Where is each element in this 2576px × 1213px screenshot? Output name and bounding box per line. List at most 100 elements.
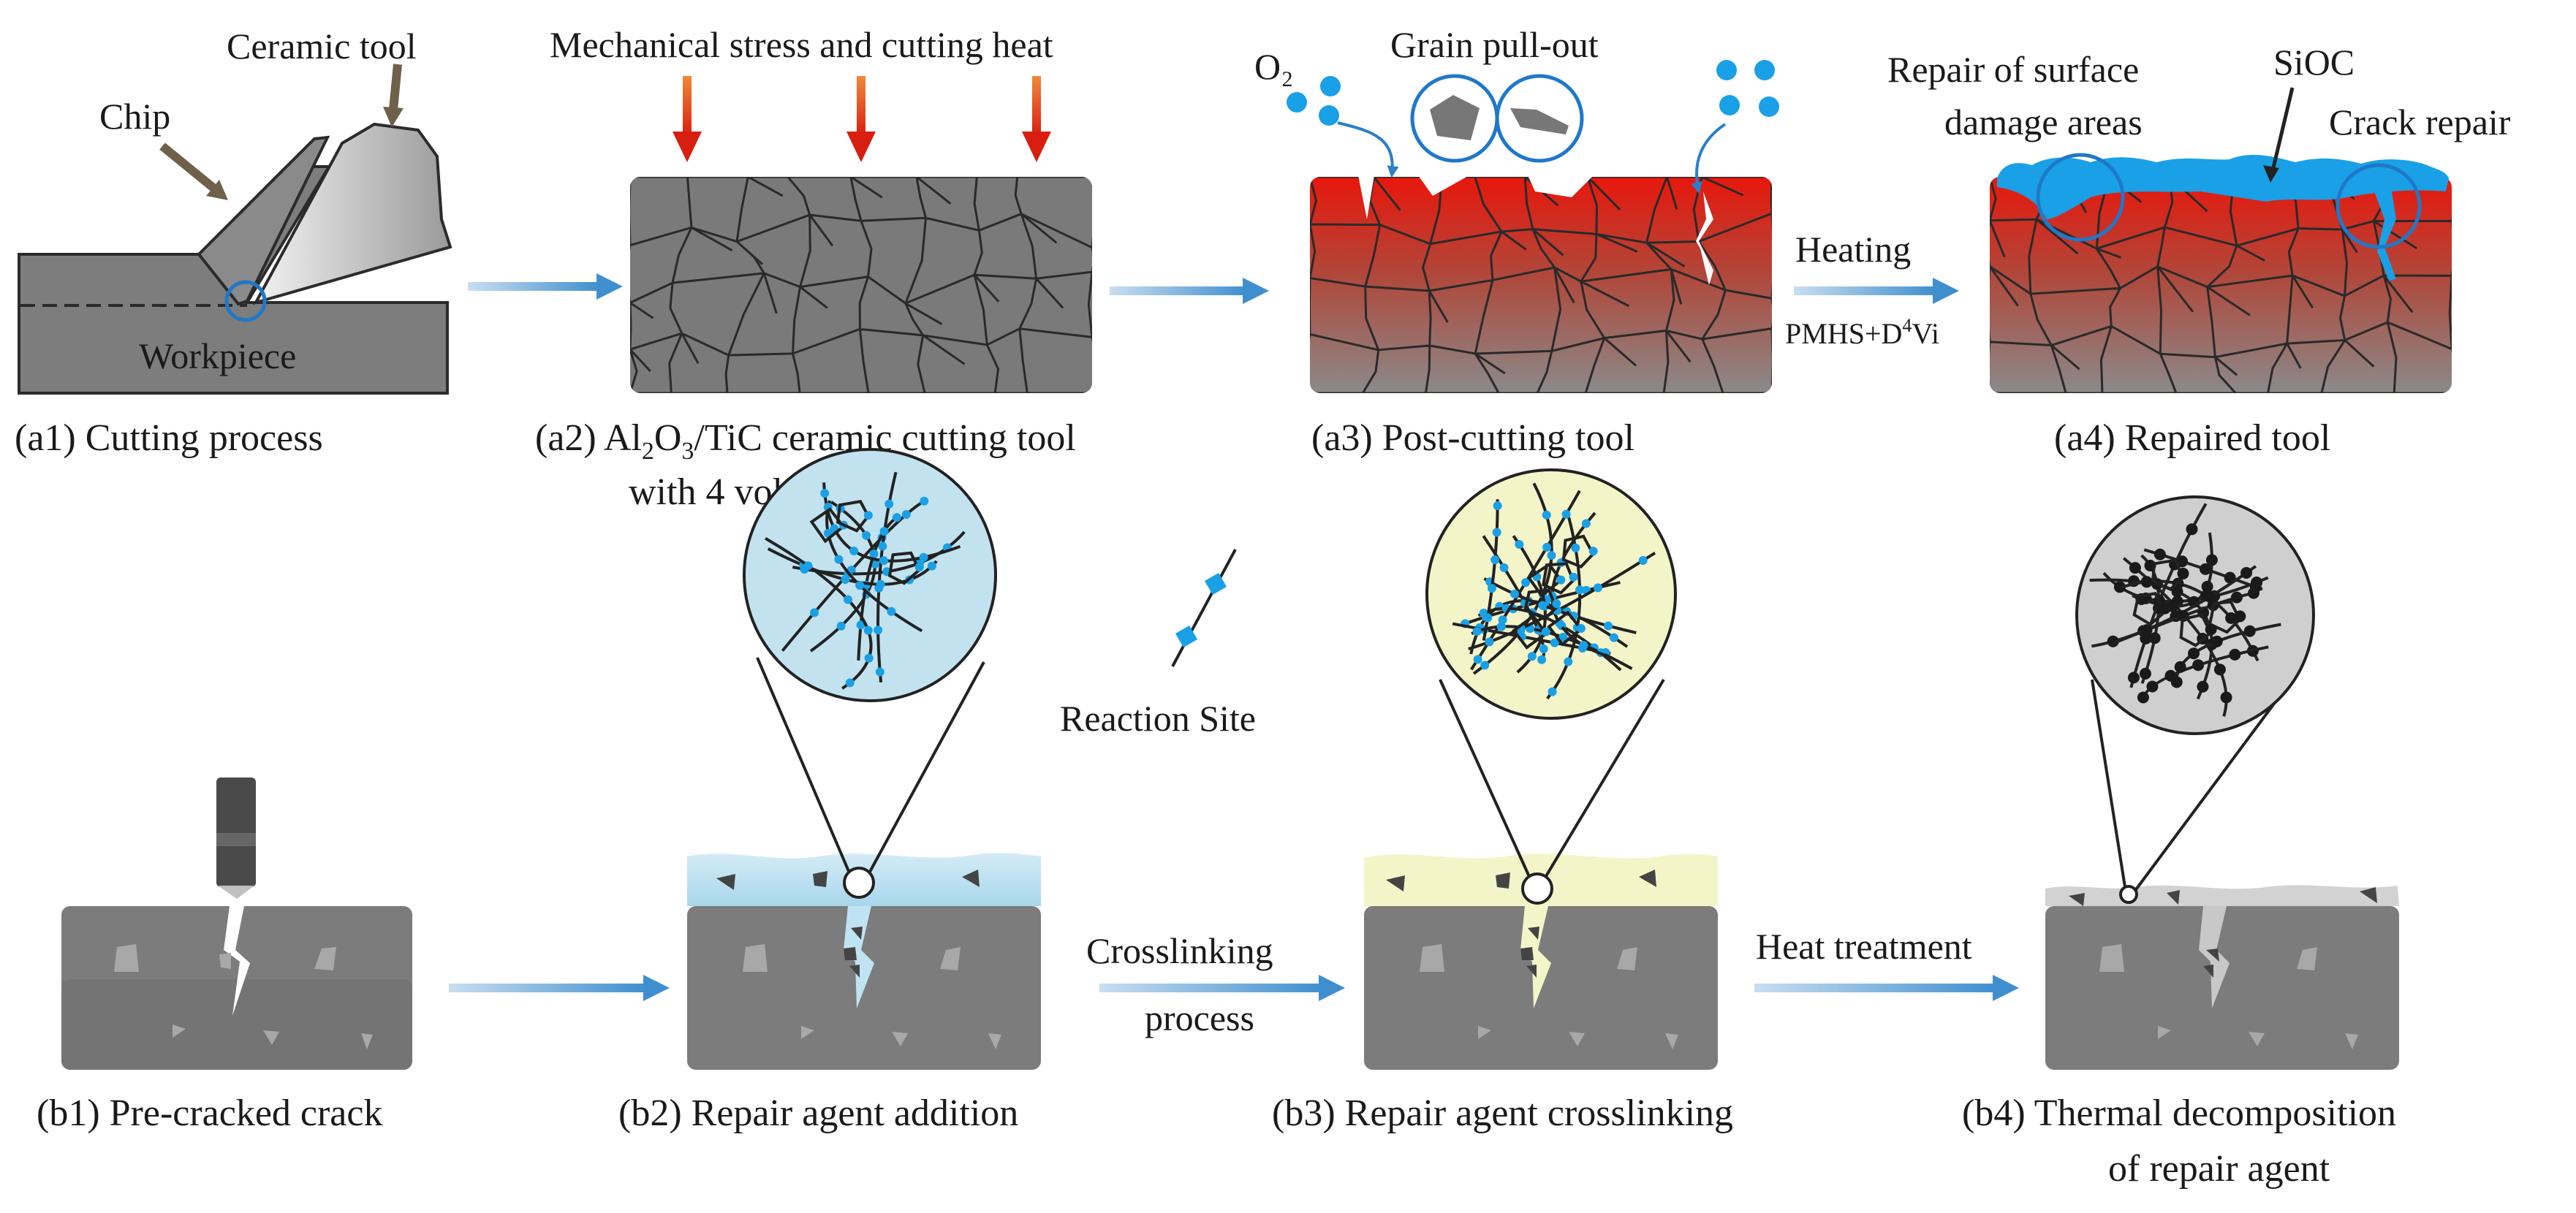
- reaction-site-dot: [1588, 547, 1598, 556]
- indenter-tip: [218, 886, 254, 899]
- caption-a2-line1: (a2) Al2O3/TiC ceramic cutting tool: [535, 417, 1076, 465]
- polymer-chain: [1482, 499, 1499, 641]
- reaction-site-dot: [1575, 585, 1585, 595]
- reaction-site-dot: [2201, 580, 2213, 593]
- reaction-site-dot: [2107, 635, 2119, 647]
- grain-boundary-path: [1310, 177, 1772, 393]
- reaction-site-dot: [1493, 501, 1502, 511]
- reaction-site-dot: [1521, 578, 1531, 588]
- reaction-site-dot: [1550, 638, 1559, 647]
- reaction-site-dot: [1496, 622, 1506, 631]
- reaction-site-dot: [2177, 567, 2189, 579]
- reaction-site-dot: [2225, 612, 2238, 624]
- magnifier-origin-b4: [2119, 885, 2138, 904]
- reaction-site-dot: [927, 561, 936, 571]
- flow-arrow-a3-a4: Heating PMHS+D4Vi: [1785, 229, 1959, 350]
- crack-b4-residual: [2199, 906, 2230, 1008]
- reaction-site-dot: [1480, 661, 1490, 670]
- reaction-site-dot: [887, 606, 896, 616]
- reaction-site-dot: [874, 625, 883, 635]
- ring-monomer: [2151, 558, 2184, 591]
- tool-pointer-arrow: [389, 64, 402, 110]
- reaction-site-dot: [836, 621, 846, 631]
- flow-arrow-b3-b4: Heat treatment: [1754, 926, 2019, 1001]
- heating-label: Heating: [1795, 229, 1911, 270]
- reaction-site-dot: [876, 579, 885, 589]
- reaction-site-dot: [2240, 566, 2253, 579]
- ring-monomer: [1561, 534, 1595, 569]
- reaction-site-dot: [2137, 691, 2149, 704]
- ring-monomer: [1547, 610, 1583, 647]
- reaction-site-dot: [2243, 625, 2256, 637]
- panel-a1-cutting-process: Chip Ceramic tool Workpiece (a1) Cutting…: [15, 26, 452, 459]
- caption-b2: (b2) Repair agent addition: [618, 1092, 1018, 1134]
- chip-shape: [197, 135, 330, 306]
- reaction-site-dot: [2139, 667, 2151, 680]
- reaction-site-dot: [2230, 591, 2243, 604]
- crack-repair-label: Crack repair: [2329, 102, 2511, 142]
- pullout-grain-1: [1430, 95, 1480, 140]
- stress-heat-title: Mechanical stress and cutting heat: [550, 24, 1053, 65]
- o2-path-left: [1337, 121, 1399, 178]
- ring-monomer: [887, 551, 921, 585]
- ring-monomer: [2132, 592, 2167, 626]
- pullout-notch-2: [1418, 175, 1469, 196]
- polymer-chain: [1460, 581, 1621, 627]
- reaction-site-dot: [2205, 554, 2218, 566]
- reaction-site-dot: [892, 513, 901, 522]
- debris-b4: [2069, 887, 2377, 978]
- reaction-site-dot: [2148, 632, 2161, 644]
- o2-molecules: [1287, 60, 1779, 126]
- reaction-site-dot: [2140, 624, 2153, 636]
- caption-a4: (a4) Repaired tool: [2054, 417, 2330, 459]
- flow-arrow-a2-a3: [1110, 278, 1269, 304]
- chip-label: Chip: [99, 96, 170, 137]
- reaction-site-dot: [1539, 644, 1548, 654]
- reaction-site-dot: [1542, 510, 1551, 520]
- reaction-site-dot: [1483, 613, 1493, 623]
- reaction-site-dot: [1492, 528, 1501, 537]
- polymer-chain: [857, 514, 901, 661]
- polymer-chain: [767, 547, 938, 586]
- magnifier-line-b3-left: [1439, 679, 1532, 881]
- heat-treatment-label: Heat treatment: [1756, 926, 1972, 967]
- pmhs-label: PMHS+D4Vi: [1785, 315, 1939, 350]
- reaction-site-dot: [2197, 680, 2209, 693]
- specimen-b1-lower: [61, 979, 412, 1070]
- reaction-site-dot: [879, 556, 888, 566]
- debris-b2: [716, 870, 980, 978]
- reaction-site-dot: [803, 561, 813, 571]
- reaction-site-dot: [1527, 652, 1537, 661]
- flow-arrow-b2-b3: Crosslinking process: [1086, 930, 1345, 1038]
- grain-boundaries-a2: [630, 177, 1092, 393]
- crack-repair-circle: [2336, 163, 2422, 249]
- panel-b4-thermal-decomposition: (b4) Thermal decomposition of repair age…: [1962, 495, 2399, 1190]
- magnifier-b2: [743, 448, 997, 702]
- reaction-site-dot: [2188, 647, 2200, 660]
- caption-b1: (b1) Pre-cracked crack: [37, 1092, 382, 1134]
- reaction-site-dot: [869, 549, 879, 558]
- reaction-site-dot: [920, 496, 929, 506]
- repair-label-line2: damage areas: [1944, 102, 2143, 142]
- reaction-site-dot: [855, 581, 865, 590]
- reaction-site-dot: [834, 555, 844, 564]
- reaction-site-dot: [879, 527, 889, 536]
- reaction-site-dot: [1490, 555, 1500, 565]
- decomposed-network-b4: [2089, 503, 2281, 717]
- reaction-site-dot: [1510, 589, 1520, 598]
- ring-monomer: [2179, 613, 2213, 647]
- chip-pointer-arrow: [159, 142, 221, 195]
- magnifier-line-b2-right: [864, 661, 985, 881]
- repair-label-line1: Repair of surface: [1887, 49, 2139, 90]
- reaction-site-dot: [2220, 691, 2232, 704]
- reaction-site-dot: [1581, 519, 1591, 528]
- pullout-grain-2: [1510, 108, 1569, 134]
- reaction-site-dot: [919, 552, 928, 562]
- crack-a3: [1696, 191, 1713, 285]
- reaction-site-dot: [1499, 563, 1509, 572]
- reaction-site-dot: [1569, 572, 1578, 582]
- reaction-site-dot: [1548, 687, 1557, 696]
- grain-boundaries-a4: [1990, 177, 2452, 393]
- indenter-band: [216, 833, 256, 846]
